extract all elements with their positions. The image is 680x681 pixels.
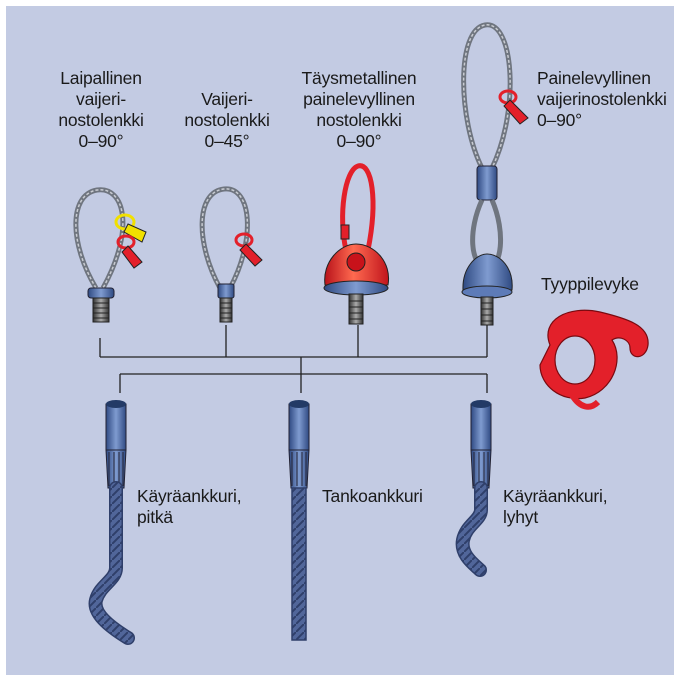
label-tanko: Tankoankkuri bbox=[322, 486, 452, 507]
kayra-lyhyt-anchor-icon bbox=[463, 400, 491, 570]
label-line: Laipallinen bbox=[46, 68, 156, 89]
label-kayra-lyhyt: Käyräankkuri, lyhyt bbox=[503, 486, 633, 528]
label-line: vaijerinostolenkki bbox=[537, 89, 677, 110]
label-line: Käyräankkuri, bbox=[503, 486, 633, 507]
connector-lines bbox=[100, 325, 487, 393]
tanko-anchor-icon bbox=[289, 400, 309, 640]
painelevyllinen-lifting-loop-icon bbox=[462, 25, 528, 325]
taysmetallinen-lifting-loop-icon bbox=[324, 166, 389, 324]
label-line: 0–90° bbox=[294, 131, 424, 152]
label-line: nostolenkki bbox=[46, 110, 156, 131]
label-line: nostolenkki bbox=[294, 110, 424, 131]
label-line: 0–90° bbox=[46, 131, 156, 152]
label-line: Vaijeri- bbox=[177, 89, 277, 110]
vaijeri-lifting-loop-icon bbox=[202, 189, 262, 322]
label-tyyppilevyke: Tyyppilevyke bbox=[541, 274, 661, 295]
label-line: painelevyllinen bbox=[294, 89, 424, 110]
label-line: 0–90° bbox=[537, 110, 677, 131]
label-kayra-pitka: Käyräankkuri, pitkä bbox=[137, 486, 267, 528]
label-vaijeri: Vaijeri- nostolenkki 0–45° bbox=[177, 89, 277, 152]
label-line: Käyräankkuri, bbox=[137, 486, 267, 507]
label-line: Täysmetallinen bbox=[294, 68, 424, 89]
label-painelevyllinen: Painelevyllinen vaijerinostolenkki 0–90° bbox=[537, 68, 677, 131]
label-line: Painelevyllinen bbox=[537, 68, 677, 89]
label-line: 0–45° bbox=[177, 131, 277, 152]
label-line: lyhyt bbox=[503, 507, 633, 528]
label-line: pitkä bbox=[137, 507, 267, 528]
laipallinen-lifting-loop-icon bbox=[76, 190, 146, 322]
label-laipallinen: Laipallinen vaijeri- nostolenkki 0–90° bbox=[46, 68, 156, 152]
label-line: Tankoankkuri bbox=[322, 486, 452, 507]
tyyppilevyke-icon bbox=[540, 310, 648, 406]
label-line: vaijeri- bbox=[46, 89, 156, 110]
label-line: nostolenkki bbox=[177, 110, 277, 131]
kayra-pitka-anchor-icon bbox=[96, 400, 128, 638]
label-taysmetallinen: Täysmetallinen painelevyllinen nostolenk… bbox=[294, 68, 424, 152]
